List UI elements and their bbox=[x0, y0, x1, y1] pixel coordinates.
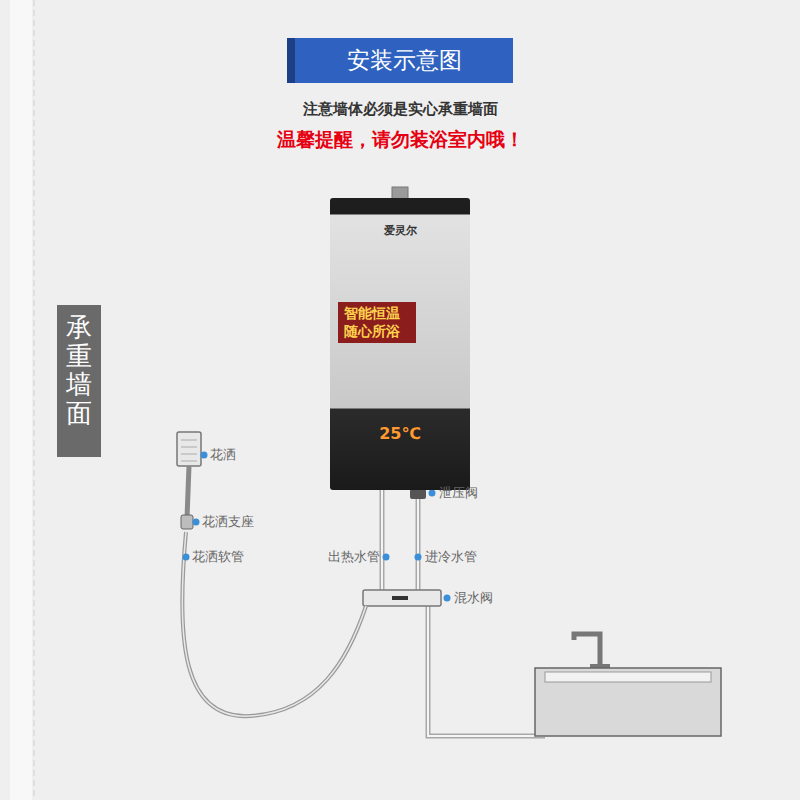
shower-handle bbox=[187, 466, 189, 518]
note-text: 注意墙体必须是实心承重墙面 bbox=[303, 100, 498, 118]
title-text: 安装示意图 bbox=[295, 44, 513, 77]
sink-rim bbox=[545, 672, 711, 682]
faucet bbox=[574, 634, 600, 668]
shower-head bbox=[177, 432, 201, 466]
title-banner-edge bbox=[287, 38, 295, 83]
callout-label: 混水阀 bbox=[454, 590, 493, 606]
slogan-banner: 智能恒温 随心所浴 bbox=[338, 302, 416, 343]
shower-head-grid bbox=[181, 440, 197, 461]
wall-edge-line bbox=[34, 0, 35, 800]
warning-text: 温馨提醒，请勿装浴室内哦！ bbox=[277, 128, 524, 151]
mixing-valve bbox=[363, 590, 441, 606]
callout-label: 花洒支座 bbox=[202, 514, 254, 530]
callout-label: 进冷水管 bbox=[425, 549, 477, 565]
shower-holder bbox=[181, 515, 193, 529]
mixing-valve-knob bbox=[392, 596, 408, 600]
wall-edge-strip bbox=[10, 0, 32, 800]
callout-label: 泄压阀 bbox=[439, 485, 478, 501]
title-banner bbox=[287, 38, 513, 83]
relief-valve bbox=[410, 489, 426, 499]
callout-label: 花洒 bbox=[210, 447, 236, 463]
sink bbox=[535, 668, 721, 736]
callout-label: 出热水管 bbox=[328, 549, 380, 565]
display-readout: 25℃ bbox=[330, 424, 470, 443]
brand-name: 爱灵尔 bbox=[330, 224, 470, 237]
vertical-label: 承重墙面 bbox=[66, 313, 92, 427]
wall-band: 承重墙面 bbox=[57, 305, 101, 457]
callout-label: 花洒软管 bbox=[192, 549, 244, 565]
water-pipes bbox=[382, 490, 545, 736]
water-heater: 爱灵尔智能恒温 随心所浴 25℃ bbox=[330, 198, 470, 490]
